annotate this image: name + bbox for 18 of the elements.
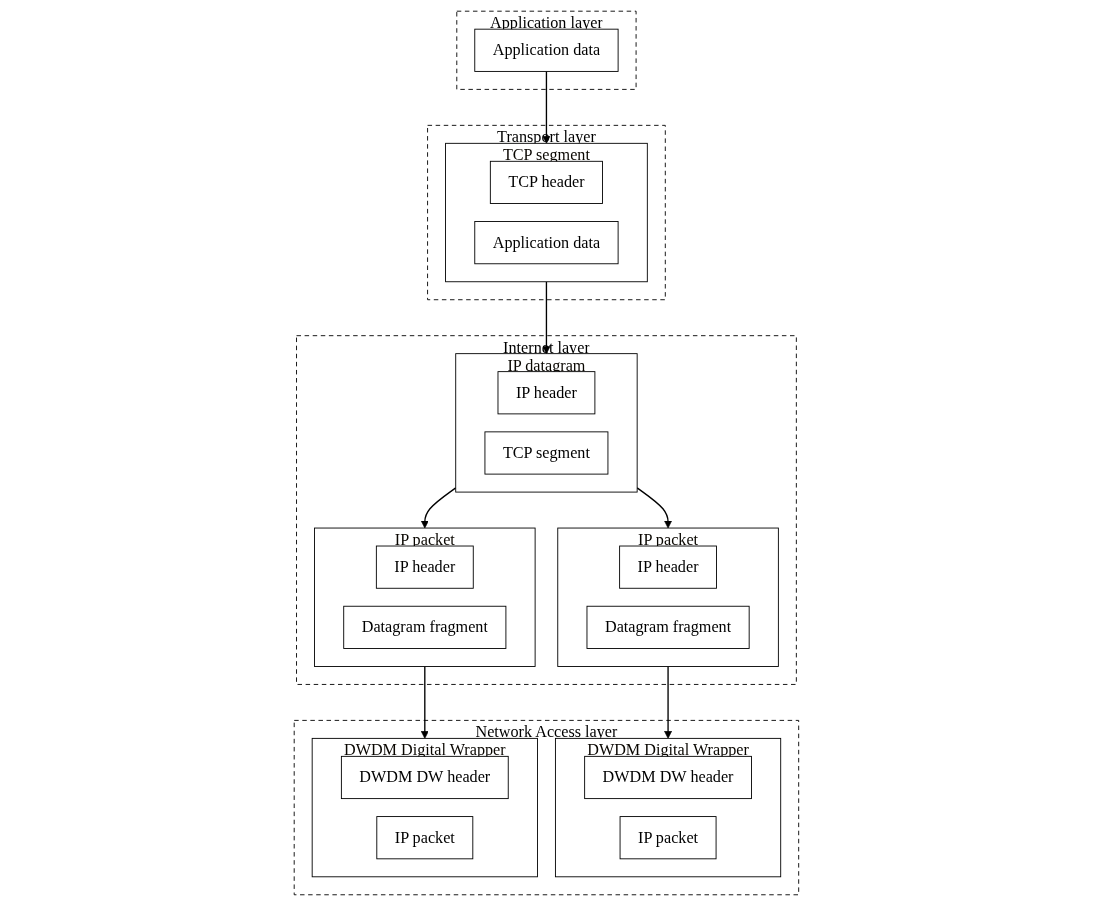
node-box: IP header (497, 371, 596, 415)
node-box: Application data (474, 221, 619, 265)
node-box: IP packet (376, 816, 474, 860)
arrow (420, 487, 457, 529)
node-box: Application data (474, 28, 619, 72)
arrow (420, 665, 429, 739)
node-box: IP header (375, 545, 474, 589)
node-box: TCP segment (484, 431, 609, 475)
node-box: TCP header (489, 160, 604, 204)
arrow (542, 281, 551, 355)
node-box: DWDM DW header (584, 755, 752, 800)
arrow (636, 487, 673, 529)
node-box: DWDM DW header (341, 755, 509, 800)
arrow (664, 665, 673, 739)
node-box: IP header (619, 545, 718, 589)
node-box: Datagram fragment (343, 605, 507, 649)
node-box: IP packet (619, 816, 717, 860)
node-box: Datagram fragment (586, 605, 750, 649)
